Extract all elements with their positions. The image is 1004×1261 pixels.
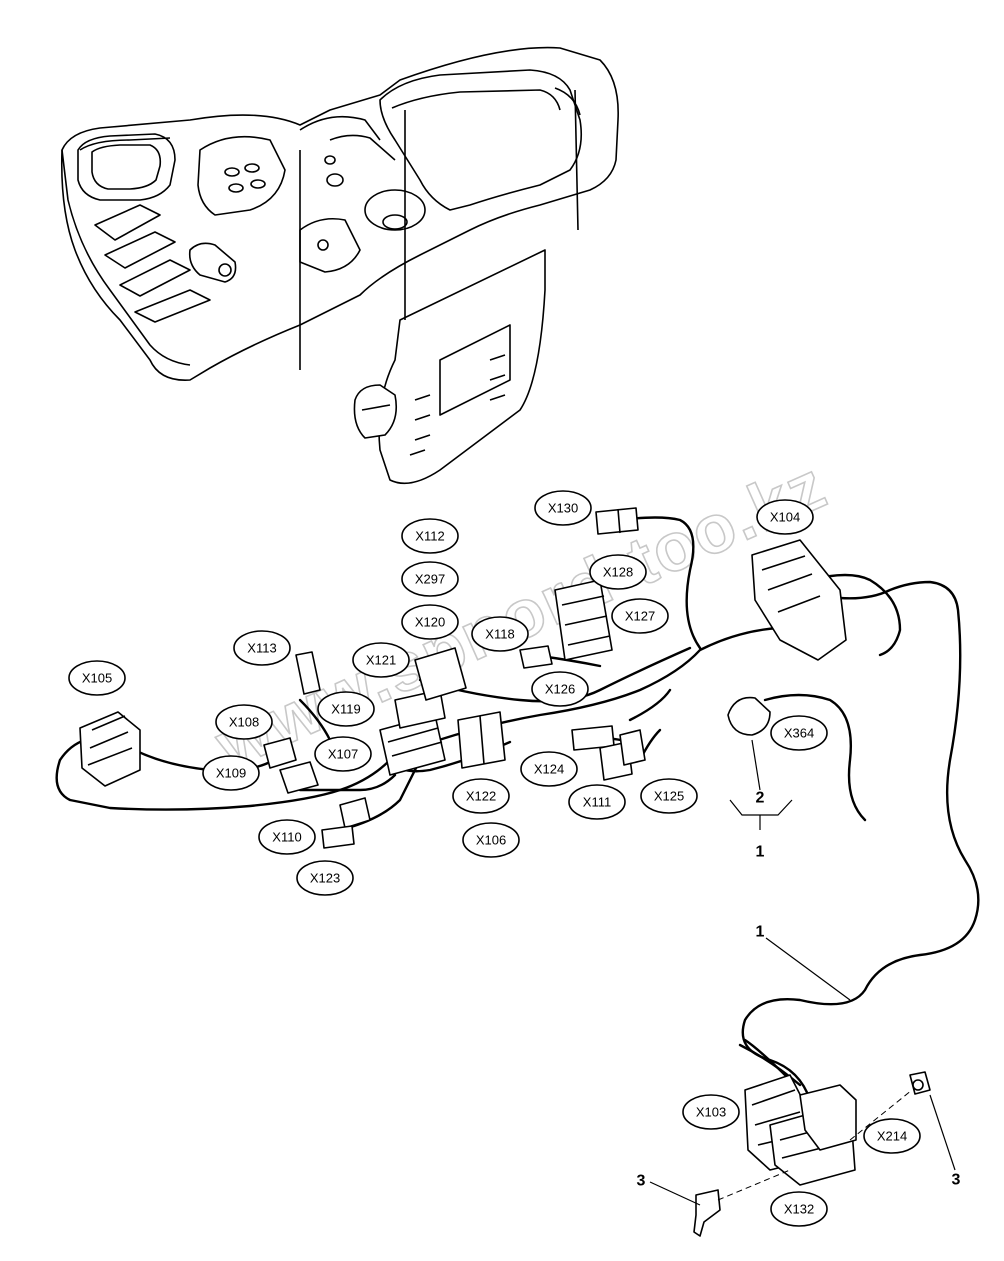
connector-x104 (751, 539, 847, 661)
connector-x110 (339, 797, 371, 829)
bubble-X110 (258, 819, 316, 855)
label-X122: X122 (466, 789, 496, 804)
connector-x121 (414, 647, 467, 701)
connector-x130 (595, 507, 639, 535)
callout-3-left: 3 (637, 1173, 646, 1190)
connector-x364 (727, 696, 771, 736)
callout-2: 2 (756, 790, 765, 807)
label-X297: X297 (415, 572, 445, 587)
label-X112: X112 (415, 529, 444, 544)
bubble-X105 (68, 660, 126, 696)
connector-x108 (263, 737, 297, 769)
label-bubbles (68, 490, 921, 1227)
bubble-X119 (317, 691, 375, 727)
label-X126: X126 (545, 682, 575, 697)
bubble-X104 (756, 499, 814, 535)
callout-1-mid: 1 (756, 924, 765, 941)
label-X103: X103 (696, 1105, 726, 1120)
label-X108: X108 (229, 715, 259, 730)
label-X125: X125 (654, 789, 684, 804)
bubble-X120 (401, 604, 459, 640)
callout-1-top: 1 (756, 844, 765, 861)
label-texts: X105 X113 X108 X109 X107 X119 X121 X110 … (82, 501, 907, 1217)
bubble-X109 (202, 755, 260, 791)
label-X111: X111 (583, 795, 611, 810)
armrest-console (60, 46, 619, 485)
bubble-X214 (863, 1118, 921, 1154)
label-X119: X119 (331, 702, 360, 717)
harness-wires (55, 516, 980, 1102)
bubble-X125 (640, 778, 698, 814)
bubble-X108 (215, 704, 273, 740)
connector-x113 (295, 651, 321, 695)
label-X214: X214 (877, 1129, 907, 1144)
bubble-X123 (296, 860, 354, 896)
label-X106: X106 (476, 833, 506, 848)
bubble-X126 (531, 671, 589, 707)
callout-3-right: 3 (952, 1172, 961, 1189)
label-X107: X107 (328, 747, 358, 762)
fastener-left-icon (693, 1189, 721, 1237)
projection-lines (717, 1089, 913, 1201)
label-X105: X105 (82, 671, 112, 686)
bubble-X112 (401, 518, 459, 554)
label-X127: X127 (625, 609, 655, 624)
label-X128: X128 (603, 565, 633, 580)
label-X120: X120 (415, 615, 445, 630)
label-X113: X113 (247, 641, 276, 656)
connector-x126 (519, 645, 553, 669)
label-X109: X109 (216, 766, 246, 781)
connector-x105 (79, 711, 141, 787)
connector-x109 (279, 761, 319, 794)
bubble-X124 (520, 751, 578, 787)
label-X130: X130 (548, 501, 578, 516)
bubble-X364 (770, 715, 828, 751)
bubble-X118 (471, 616, 529, 652)
bubble-X132 (770, 1191, 828, 1227)
bubble-X127 (611, 598, 669, 634)
label-X132: X132 (784, 1202, 814, 1217)
bubble-X128 (589, 554, 647, 590)
label-X364: X364 (784, 726, 814, 741)
label-X124: X124 (534, 762, 564, 777)
bubble-X103 (682, 1094, 740, 1130)
leader-lines (649, 739, 956, 1206)
connector-x214-bundle (799, 1084, 857, 1151)
callout-numbers: 2 1 1 3 3 (637, 790, 961, 1190)
label-X123: X123 (310, 871, 340, 886)
label-X118: X118 (485, 627, 514, 642)
label-X110: X110 (272, 830, 301, 845)
bubble-X122 (452, 778, 510, 814)
connector-x128 (554, 579, 613, 661)
connectors (79, 507, 931, 1237)
bubble-X107 (314, 736, 372, 772)
bubble-X113 (233, 630, 291, 666)
bubble-X297 (401, 561, 459, 597)
bubble-X106 (462, 822, 520, 858)
bubble-X130 (534, 490, 592, 526)
bubble-X121 (352, 642, 410, 678)
connector-x125 (619, 729, 646, 766)
connector-x123 (321, 825, 355, 849)
bubble-X111 (568, 784, 626, 820)
label-X121: X121 (366, 653, 396, 668)
label-X104: X104 (770, 510, 800, 525)
